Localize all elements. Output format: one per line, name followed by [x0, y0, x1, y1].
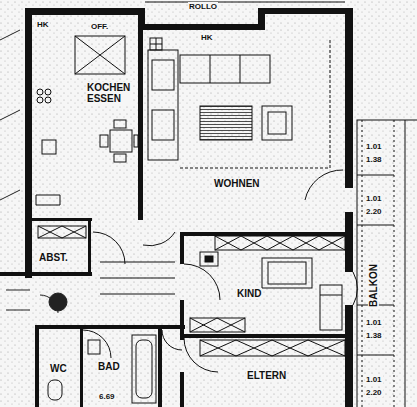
- shutter-label: ROLLO: [188, 2, 218, 11]
- fixture-label: HK: [36, 20, 50, 29]
- room: ABST.: [32, 240, 88, 272]
- dimension: 2.20: [365, 388, 383, 397]
- dimension: 1.01: [365, 142, 383, 151]
- fixture-label: HK: [200, 33, 214, 42]
- room-name: BALKON: [368, 263, 379, 308]
- dimension: 1.01: [365, 375, 383, 384]
- dimension: 6.69: [98, 392, 116, 401]
- room-name: ABST.: [38, 252, 69, 263]
- room: WOHNEN: [145, 30, 345, 230]
- dimension: 2.20: [365, 207, 383, 216]
- room-name: BAD: [97, 361, 121, 372]
- room: KOCHEN ESSEN: [32, 30, 138, 218]
- fixture-label: OFF.: [90, 22, 109, 31]
- room: WC: [39, 329, 80, 407]
- room-name: ELTERN: [246, 370, 287, 381]
- room: KIND: [184, 252, 344, 332]
- dimension: 1.01: [365, 318, 383, 327]
- room-name: WOHNEN: [213, 178, 261, 189]
- dimension: 1.01: [365, 194, 383, 203]
- dimension: 1.38: [365, 155, 383, 164]
- room-name: KIND: [236, 288, 262, 299]
- room: ELTERN: [184, 338, 344, 407]
- dimension: 1.38: [365, 331, 383, 340]
- room: BAD: [83, 329, 158, 407]
- room-name: WC: [49, 363, 68, 374]
- room-name: KOCHEN ESSEN: [86, 82, 132, 104]
